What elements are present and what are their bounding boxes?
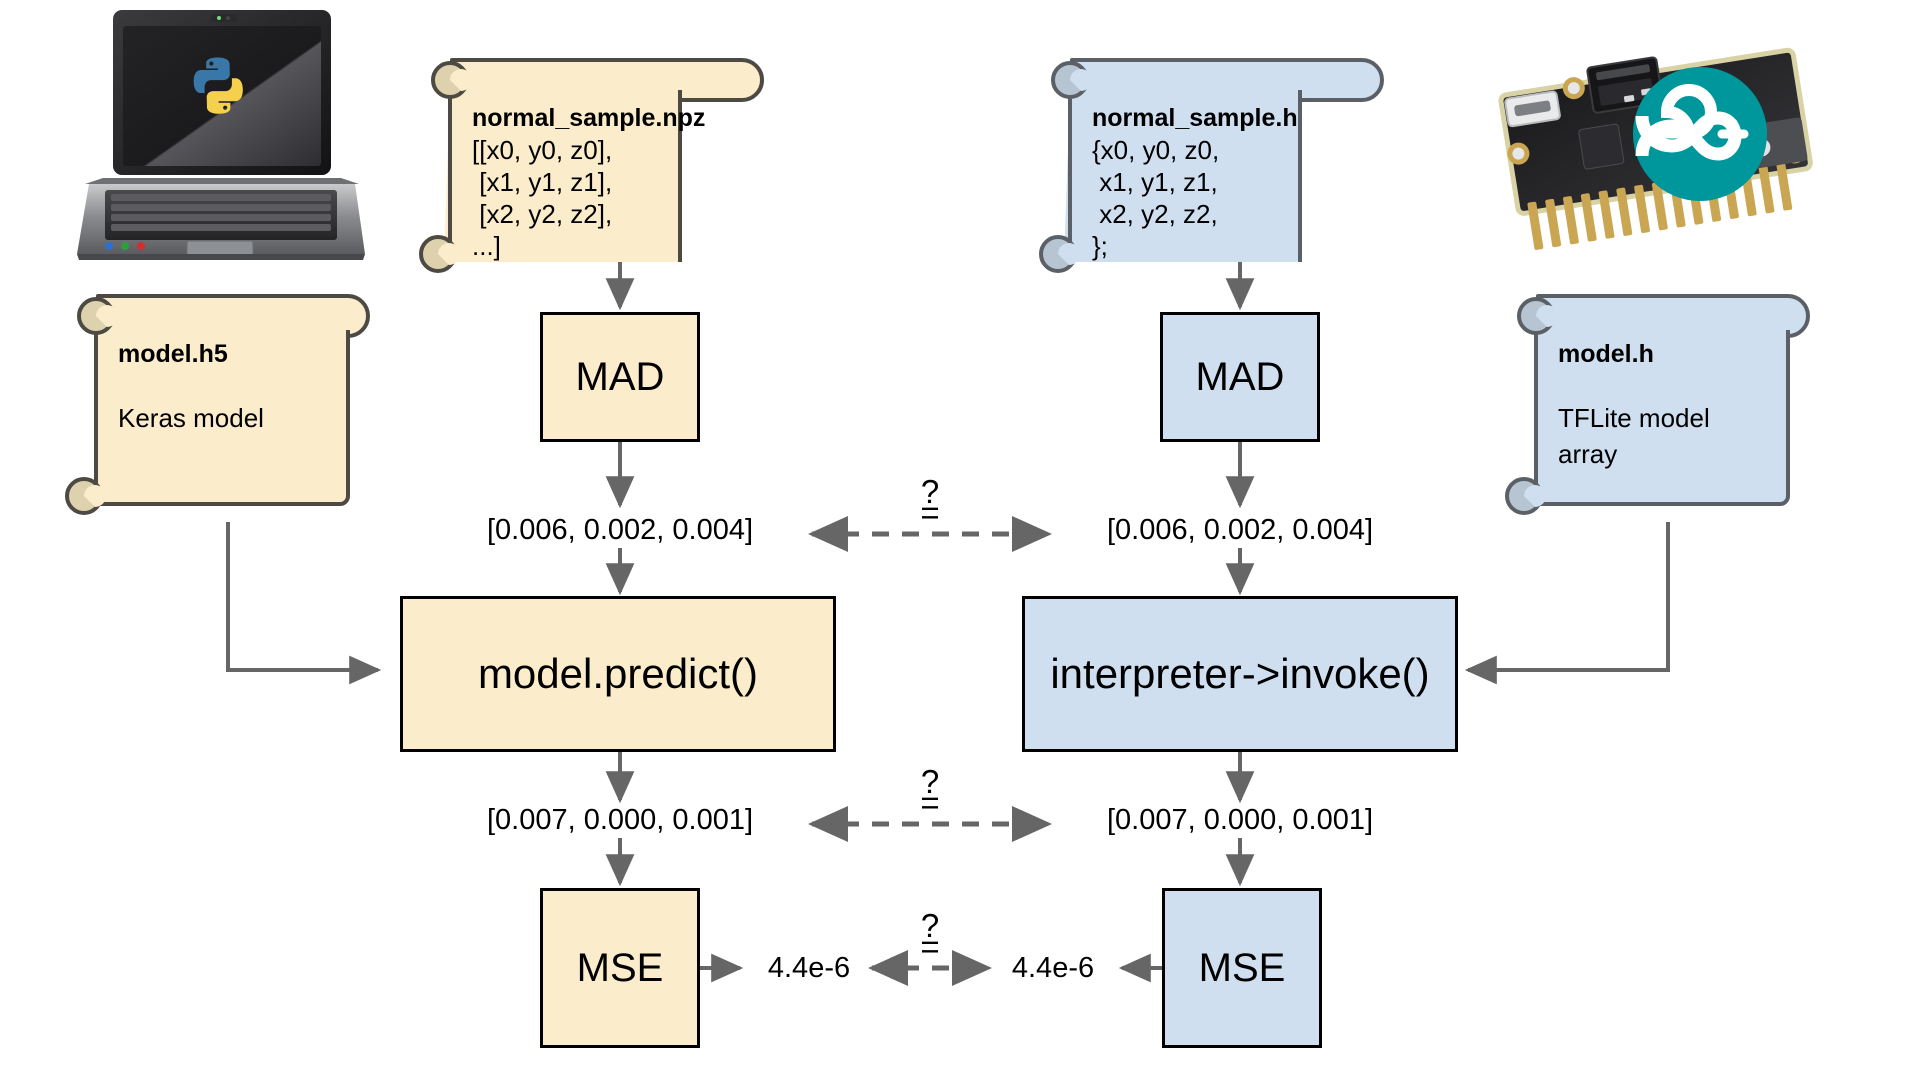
note-line-1: array [1558,439,1618,469]
equals-sign: = [920,493,940,531]
laptop-python [75,8,365,263]
note-line-3: ...] [472,231,501,261]
question-mark: ? [920,762,940,800]
predict-comparison-label: ? = [900,742,960,821]
note-model-h: model.h TFLite model array [1505,286,1810,526]
interpreter-invoke-box[interactable]: interpreter->invoke() [1022,596,1458,752]
note-line-0: {x0, y0, z0, [1092,135,1220,165]
note-model-h5: model.h5 Keras model [65,286,370,526]
note-line-2: x2, y2, z2, [1092,199,1218,229]
note-title: normal_sample.h [1092,104,1298,132]
note-line-1: x1, y1, z1, [1092,167,1218,197]
arduino-infinity-logo [1633,67,1767,201]
note-line-0: TFLite model [1558,403,1710,433]
note-line-1: [x1, y1, z1], [472,167,613,197]
left-mse-output: 4.4e-6 [767,951,851,984]
note-title: normal_sample.npz [472,104,706,132]
note-line-0: [[x0, y0, z0], [472,135,613,165]
left-mad-output: [0.006, 0.002, 0.004] [486,513,754,546]
mse-comparison-label: ? = [900,886,960,965]
note-title: model.h [1558,340,1654,368]
right-mse-box[interactable]: MSE [1162,888,1322,1048]
equals-sign: = [920,783,940,821]
note-title: model.h5 [118,340,228,368]
left-mad-box[interactable]: MAD [540,312,700,442]
note-line-2: [x2, y2, z2], [472,199,613,229]
note-normal-sample-h: normal_sample.h {x0, y0, z0, x1, y1, z1,… [1039,42,1384,273]
note-line-3: }; [1092,231,1108,261]
left-predict-output: [0.007, 0.000, 0.001] [486,803,754,836]
note-line-0: Keras model [118,403,264,433]
right-mad-box[interactable]: MAD [1160,312,1320,442]
right-mad-output: [0.006, 0.002, 0.004] [1106,513,1374,546]
model-predict-box[interactable]: model.predict() [400,596,836,752]
right-mse-output: 4.4e-6 [1011,951,1095,984]
arduino-nano-board [1490,14,1820,254]
note-normal-sample-npz: normal_sample.npz [[x0, y0, z0], [x1, y1… [419,42,764,273]
right-invoke-output: [0.007, 0.000, 0.001] [1106,803,1374,836]
left-mse-box[interactable]: MSE [540,888,700,1048]
question-mark: ? [920,472,940,510]
question-mark: ? [920,906,940,944]
equals-sign: = [920,927,940,965]
mad-comparison-label: ? = [900,452,960,531]
